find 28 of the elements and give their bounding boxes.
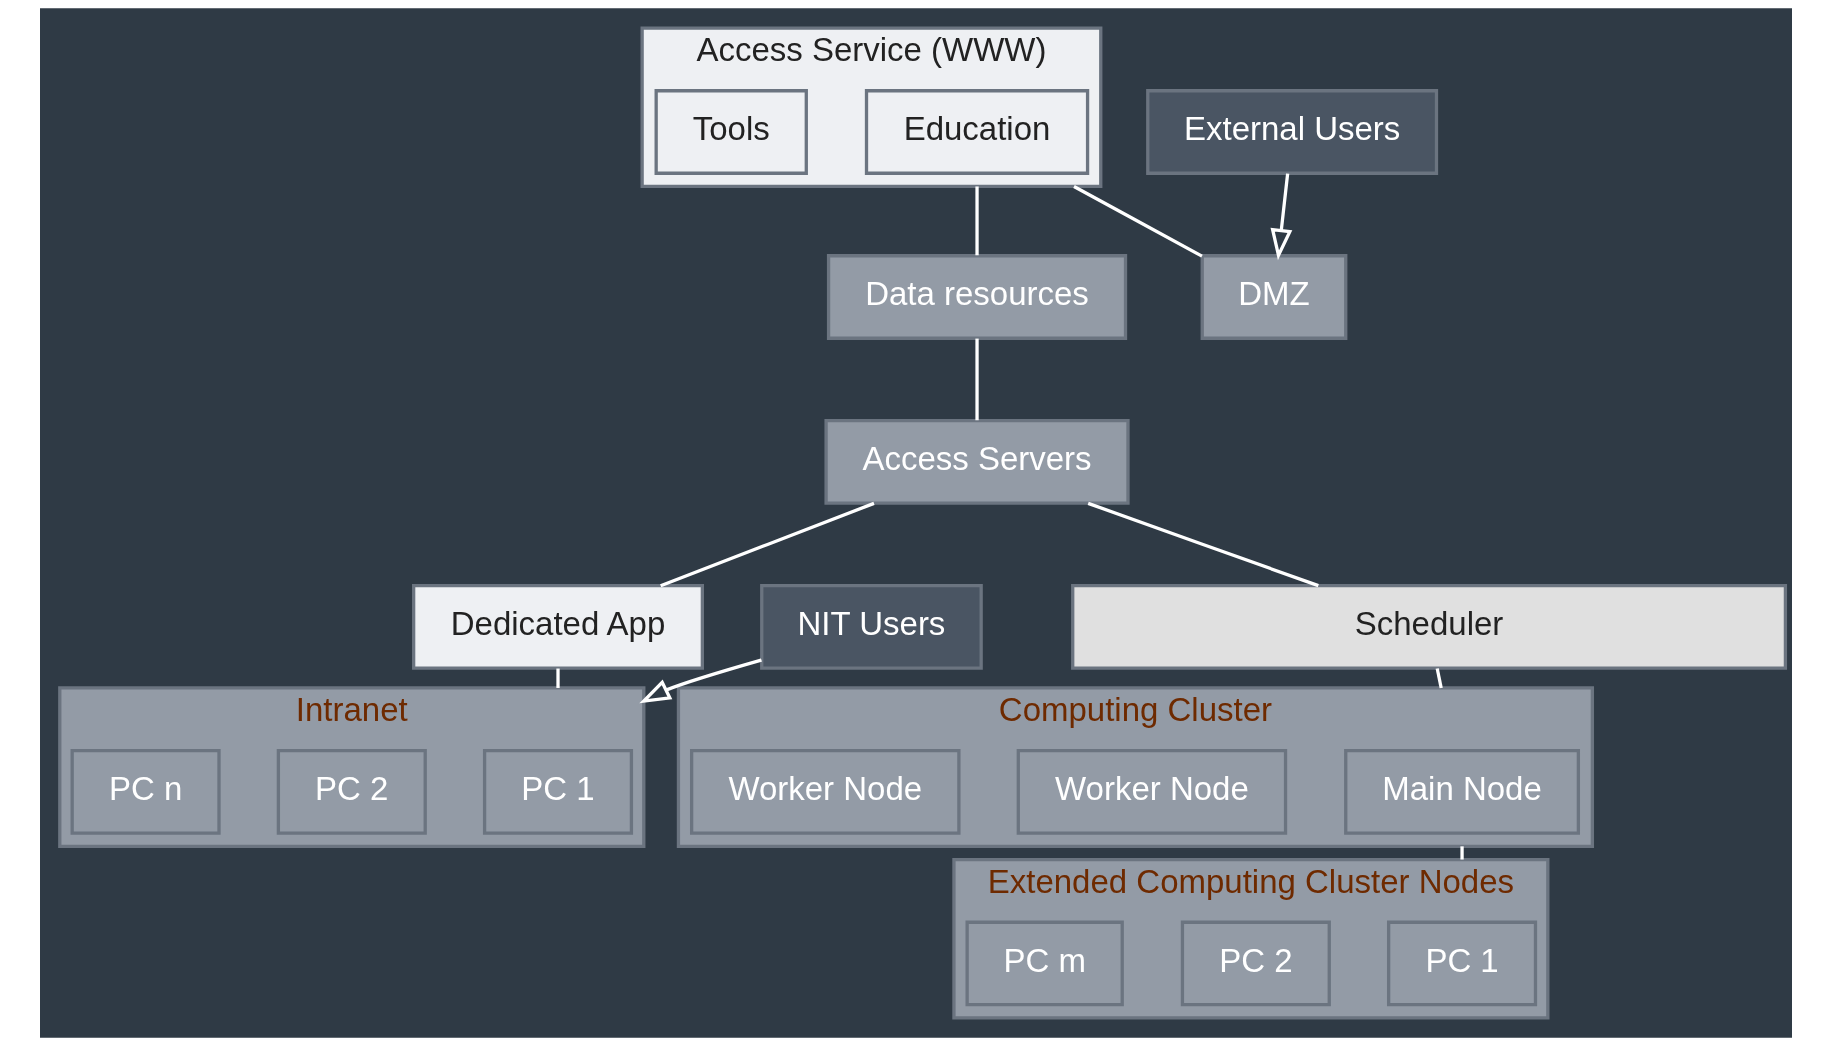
connector: [974, 186, 979, 256]
connector: [1087, 501, 1319, 588]
node-box: External Users: [1145, 89, 1438, 175]
node-box: Worker Node: [1016, 749, 1287, 835]
node-box: Main Node: [1343, 749, 1580, 835]
node-box: DMZ: [1200, 254, 1347, 340]
connector: [1072, 185, 1203, 258]
connector: [659, 501, 875, 588]
node-box: PC m: [965, 920, 1124, 1007]
node-box: Education: [864, 89, 1089, 175]
node-box: PC 2: [276, 749, 427, 835]
node-box: Worker Node: [689, 749, 961, 835]
arrow: [1270, 173, 1292, 261]
node-box: Dedicated App: [411, 584, 704, 670]
node-box: PC n: [70, 749, 221, 835]
connector: [1459, 846, 1464, 860]
node-box: PC 1: [1386, 920, 1537, 1007]
connector: [555, 668, 560, 688]
node-box: Data resources: [826, 254, 1127, 340]
node-box: PC 1: [482, 749, 633, 835]
node-box: NIT Users: [759, 584, 983, 670]
node-box: Access Servers: [823, 419, 1130, 505]
connector: [974, 338, 979, 421]
connector: [1435, 668, 1443, 689]
node-box: PC 2: [1180, 920, 1331, 1007]
node-box: Tools: [654, 89, 808, 175]
arrow: [638, 658, 762, 704]
node-box: Scheduler: [1070, 584, 1787, 670]
